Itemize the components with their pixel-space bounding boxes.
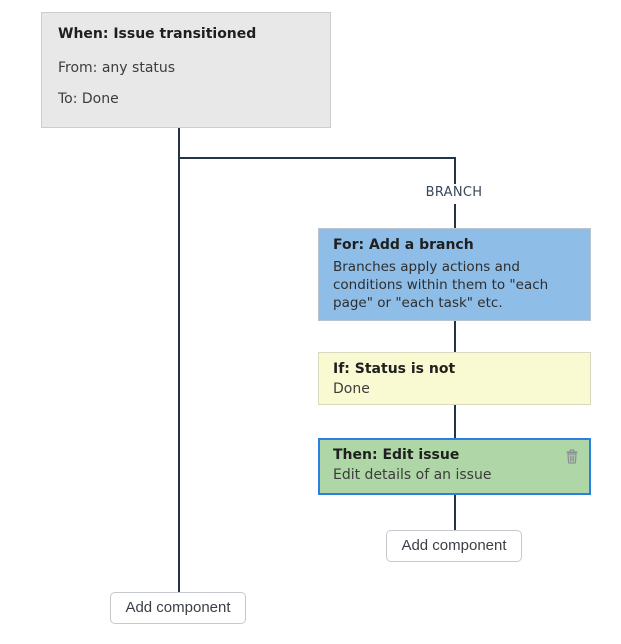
- add-component-button-branch[interactable]: Add component: [386, 530, 522, 562]
- branch-connector-above-label: [454, 157, 456, 184]
- connector-condition-to-action: [454, 405, 456, 438]
- action-block-description: Edit details of an issue: [333, 467, 492, 483]
- trigger-title: When: Issue transitioned: [58, 26, 257, 42]
- trigger-from-status: From: any status: [58, 60, 176, 76]
- action-block-title: Then: Edit issue: [333, 447, 460, 463]
- connector-branch-to-condition: [454, 321, 456, 352]
- branch-connector-below-label: [454, 204, 456, 228]
- add-component-button-main[interactable]: Add component: [110, 592, 246, 624]
- trash-icon: [564, 448, 580, 468]
- branch-block-title: For: Add a branch: [333, 237, 474, 253]
- condition-block-value: Done: [333, 381, 370, 397]
- delete-action-button[interactable]: [563, 447, 581, 465]
- branch-horizontal-connector-line: [178, 157, 456, 159]
- condition-block-title: If: Status is not: [333, 361, 456, 377]
- branch-block-description: Branches apply actions and conditions wi…: [333, 259, 549, 311]
- main-branch-connector-line: [178, 128, 180, 592]
- trigger-block-issue-transitioned[interactable]: When: Issue transitioned From: any statu…: [41, 12, 331, 128]
- branch-label: BRANCH: [425, 185, 483, 200]
- branch-block-add-a-branch[interactable]: For: Add a branch Branches apply actions…: [318, 228, 591, 321]
- condition-block-status-is-not[interactable]: If: Status is not Done: [318, 352, 591, 405]
- action-block-edit-issue[interactable]: Then: Edit issue Edit details of an issu…: [318, 438, 591, 495]
- trigger-to-status: To: Done: [58, 91, 119, 107]
- connector-action-to-button: [454, 495, 456, 530]
